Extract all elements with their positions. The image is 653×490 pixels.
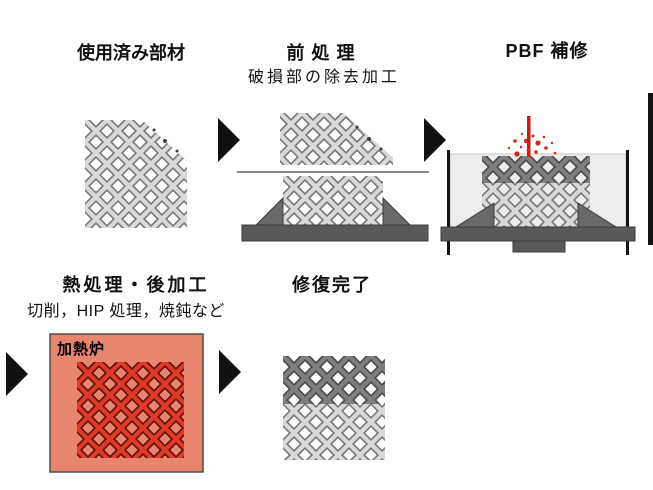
crack-marks-fragment bbox=[355, 125, 383, 151]
flow-arrow-icon-2 bbox=[424, 118, 446, 162]
step-title-repair-complete: 修復完了 bbox=[292, 275, 372, 295]
step-subtitle-pretreatment: 破損部の除去加工 bbox=[247, 69, 400, 86]
step-title-pbf-repair: PBF 補修 bbox=[505, 41, 589, 61]
chamber-wall-left bbox=[447, 150, 450, 255]
step-title-heat-treatment: 熱処理・後加工 bbox=[62, 275, 210, 295]
furnace-label: 加熱炉 bbox=[57, 341, 106, 358]
step-title-used-part: 使用済み部材 bbox=[77, 43, 185, 63]
flow-arrow-icon-3 bbox=[6, 352, 28, 396]
laser-sparks-icon bbox=[507, 132, 557, 157]
heated-lattice bbox=[57, 34, 653, 490]
build-plate-pbf bbox=[440, 226, 636, 242]
crack-marks-used bbox=[152, 128, 179, 153]
chamber-wall-right bbox=[626, 150, 629, 255]
build-plate-pretreatment bbox=[241, 224, 429, 242]
right-edge-bar bbox=[648, 93, 653, 245]
step-subtitle-heat-treatment: 切削，HIP 処理，焼鈍など bbox=[27, 303, 225, 320]
laser-beam-icon bbox=[527, 116, 531, 157]
build-piston bbox=[512, 240, 566, 253]
repaired-lattice bbox=[263, 28, 653, 490]
step-title-pretreatment: 前処理 bbox=[286, 43, 362, 63]
flow-arrow-icon-4 bbox=[219, 350, 241, 394]
flow-arrow-icon-1 bbox=[218, 118, 240, 162]
support-wedge-left bbox=[254, 196, 284, 226]
support-wedge-right bbox=[382, 196, 412, 226]
